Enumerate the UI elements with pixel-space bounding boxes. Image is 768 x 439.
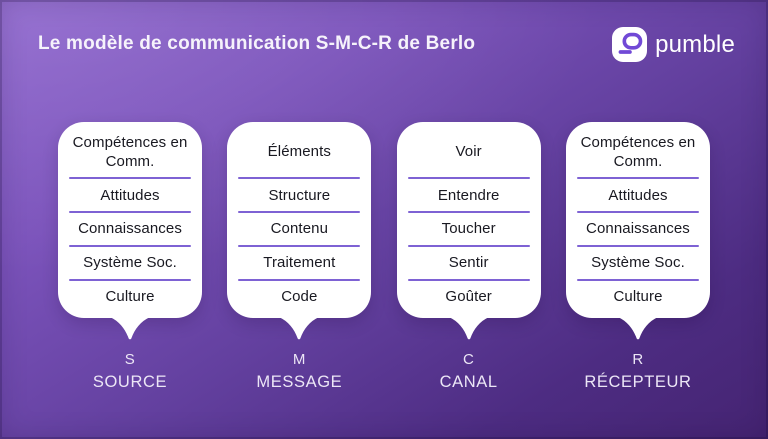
card-item: Attitudes	[608, 186, 668, 204]
card-message: Éléments Structure Contenu Traitement Co…	[227, 122, 372, 318]
card-item: Attitudes	[100, 186, 160, 204]
divider	[69, 279, 191, 282]
pumble-speech-bubble-icon	[612, 27, 648, 62]
card-pointer-icon	[279, 317, 320, 340]
card-item: Traitement	[263, 254, 336, 272]
divider	[576, 245, 699, 248]
card-recepteur: Compétences en Comm. Attitudes Connaissa…	[565, 122, 710, 318]
card-item: Voir	[455, 143, 482, 161]
card-item: Contenu	[270, 220, 329, 238]
column-word: SOURCE	[92, 372, 168, 391]
divider	[576, 177, 699, 180]
column-word: MESSAGE	[256, 372, 343, 391]
divider	[407, 211, 530, 214]
card-item: Goûter	[445, 288, 492, 306]
card-item: Toucher	[441, 220, 496, 238]
card-item: Système Soc.	[591, 254, 685, 272]
divider	[576, 211, 699, 214]
column-label-recepteur: R RÉCEPTEUR	[566, 351, 710, 392]
card-canal: Voir Entendre Toucher Sentir Goûter	[396, 122, 541, 318]
divider	[69, 245, 191, 248]
card-item: Système Soc.	[83, 254, 177, 272]
pumble-logo-text: pumble	[655, 30, 735, 58]
page-title: Le modèle de communication S-M-C-R de Be…	[38, 33, 476, 54]
column-letter: S	[124, 351, 136, 368]
column-letter: R	[632, 351, 644, 368]
model-column-recepteur: Compétences en Comm. Attitudes Connaissa…	[565, 122, 710, 340]
column-word: RÉCEPTEUR	[584, 372, 692, 391]
card-item: Structure	[268, 186, 331, 204]
divider	[238, 177, 361, 180]
card-item: Culture	[105, 288, 155, 306]
divider	[69, 211, 191, 214]
card-item: Entendre	[437, 186, 500, 204]
divider	[576, 279, 699, 282]
card-item: Sentir	[448, 254, 489, 272]
card-item: Connaissances	[78, 220, 182, 238]
column-letter: M	[292, 351, 306, 368]
column-label-message: M MESSAGE	[227, 351, 371, 392]
divider	[407, 245, 530, 248]
column-label-canal: C CANAL	[397, 351, 541, 392]
model-column-canal: Voir Entendre Toucher Sentir Goûter	[396, 122, 541, 340]
card-item: Compétences en Comm.	[72, 133, 188, 171]
divider	[238, 211, 361, 214]
model-column-source: Compétences en Comm. Attitudes Connaissa…	[58, 122, 202, 340]
model-columns: Compétences en Comm. Attitudes Connaissa…	[58, 122, 710, 340]
divider	[69, 177, 191, 180]
divider	[238, 279, 361, 282]
card-pointer-icon	[617, 317, 658, 340]
card-pointer-icon	[110, 317, 150, 340]
divider	[407, 279, 530, 282]
card-item: Culture	[613, 288, 663, 306]
column-labels: S SOURCE M MESSAGE C CANAL R RÉCEPTEUR	[58, 351, 710, 392]
column-word: CANAL	[439, 372, 498, 391]
card-item: Compétences en Comm.	[580, 133, 696, 171]
divider	[238, 245, 361, 248]
card-item: Code	[281, 288, 318, 306]
column-label-source: S SOURCE	[58, 351, 202, 392]
card-item: Connaissances	[586, 220, 690, 238]
card-pointer-icon	[448, 317, 489, 340]
model-column-message: Éléments Structure Contenu Traitement Co…	[227, 122, 372, 340]
divider	[407, 177, 530, 180]
column-letter: C	[462, 351, 475, 368]
card-source: Compétences en Comm. Attitudes Connaissa…	[58, 122, 202, 318]
card-item: Éléments	[267, 143, 331, 161]
pumble-logo: pumble	[612, 27, 735, 62]
